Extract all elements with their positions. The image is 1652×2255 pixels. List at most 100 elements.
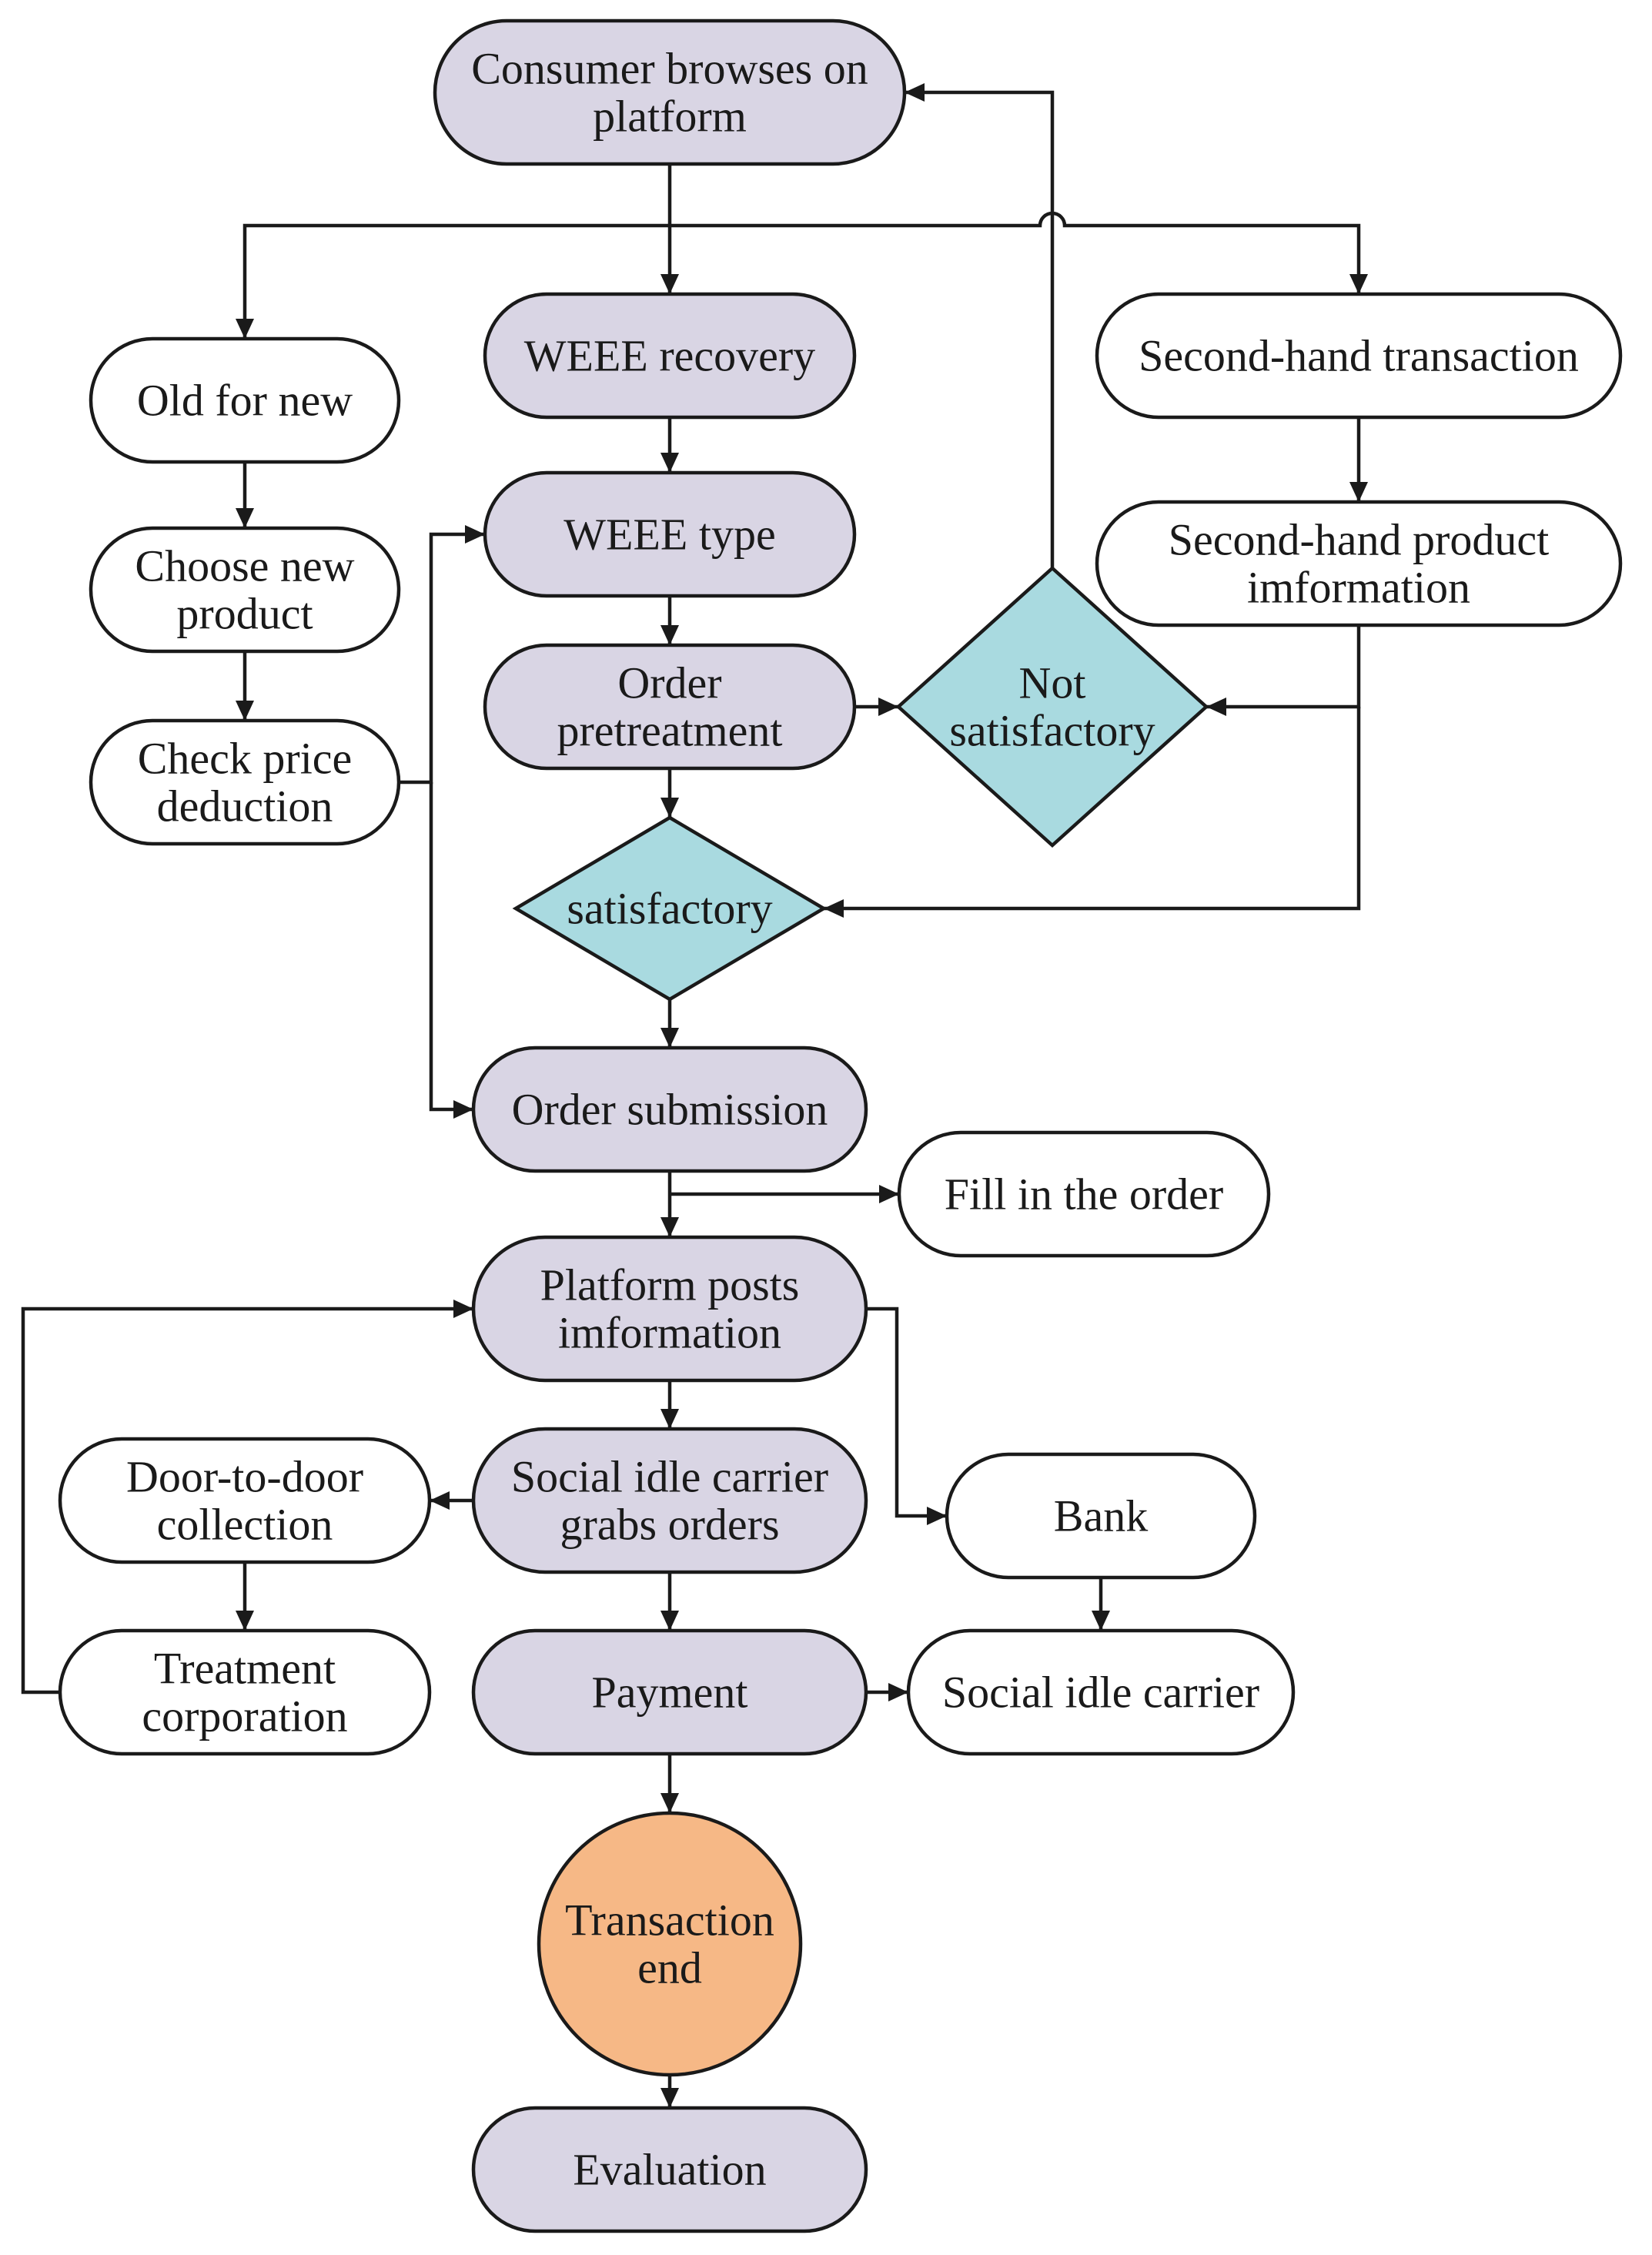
arrowhead <box>1206 698 1226 716</box>
edge-payment-to-social-carrier <box>866 1683 908 1701</box>
choose-new-label-line: Choose new <box>135 541 354 591</box>
payment-box <box>471 1628 868 1756</box>
edge-platform-posts-to-carrier-grabs <box>660 1380 679 1429</box>
node-weee-recovery: WEEE recovery <box>483 292 857 420</box>
arrowhead <box>660 453 679 473</box>
edge-second-hand-info-to-not-satisfactory <box>1206 625 1361 716</box>
edge-not-satisfactory-to-consumer <box>905 83 1055 568</box>
door-to-door-label-line: collection <box>157 1500 333 1550</box>
node-social-carrier: Social idle carrier <box>906 1628 1296 1756</box>
not-satisfactory-diamond <box>895 565 1209 848</box>
arrowhead <box>236 319 254 339</box>
check-price-label-line: deduction <box>157 781 333 831</box>
choose-new-label-line: product <box>176 589 313 639</box>
edge-check-price-to-order-submission <box>429 782 473 1119</box>
bank-box <box>945 1452 1257 1580</box>
arrowhead <box>660 625 679 645</box>
consumer-box <box>433 18 907 166</box>
node-payment: Payment <box>471 1628 868 1756</box>
edge-platform-posts-to-bank <box>866 1306 947 1525</box>
second-hand-label-line: Second-hand transaction <box>1139 331 1579 381</box>
edge-weee-recovery-to-weee-type <box>660 417 679 473</box>
node-second-hand: Second-hand transaction <box>1095 292 1623 420</box>
arrowhead <box>453 1100 473 1119</box>
arrowhead <box>927 1507 947 1525</box>
door-to-door-box <box>58 1437 432 1564</box>
arrowhead <box>1349 482 1368 502</box>
not-satisfactory-label-line: satisfactory <box>949 706 1155 756</box>
edge-consumer-to-second-hand <box>670 211 1368 294</box>
node-old-for-new: Old for new <box>89 336 401 464</box>
social-carrier-label-line: Social idle carrier <box>942 1668 1259 1718</box>
fill-order-box <box>897 1130 1271 1258</box>
edge-second-hand-to-second-hand-info <box>1349 417 1368 502</box>
edge-payment-to-transaction-end <box>660 1754 679 1813</box>
evaluation-label-line: Evaluation <box>573 2145 766 2195</box>
edge-door-to-door-to-treatment <box>236 1562 254 1631</box>
arrowhead <box>878 698 898 716</box>
consumer-label-line: platform <box>593 92 747 142</box>
node-order-submission: Order submission <box>471 1046 868 1173</box>
treatment-label-line: Treatment <box>154 1644 336 1694</box>
arrowhead <box>660 1611 679 1631</box>
edge-order-submission-to-fill-order <box>670 1185 899 1203</box>
second-hand-info-label-line: imformation <box>1247 563 1470 613</box>
check-price-label-line: Check price <box>138 734 353 784</box>
arrowhead <box>660 1217 679 1237</box>
weee-recovery-label-line: WEEE recovery <box>524 331 815 381</box>
transaction-end-label-line: end <box>637 1943 702 1993</box>
weee-recovery-box <box>483 292 857 420</box>
arrowhead <box>879 1185 899 1203</box>
arrowhead <box>453 1300 473 1318</box>
edge-satisfactory-to-order-submission <box>660 999 679 1048</box>
edge-order-pretreatment-to-not-satisfactory <box>854 698 898 716</box>
edges-layer <box>21 83 1368 2108</box>
arrowhead <box>660 798 679 818</box>
arrowhead <box>660 2088 679 2108</box>
satisfactory-diamond <box>512 815 828 1002</box>
order-submission-box <box>471 1046 868 1173</box>
second-hand-info-label-line: Second-hand product <box>1169 515 1549 565</box>
edge-treatment-to-platform-posts <box>21 1300 473 1695</box>
node-weee-type: WEEE type <box>483 470 857 598</box>
node-bank: Bank <box>945 1452 1257 1580</box>
second-hand-box <box>1095 292 1623 420</box>
node-satisfactory: satisfactory <box>512 815 828 1002</box>
arrowhead <box>236 701 254 721</box>
edge-carrier-grabs-to-payment <box>660 1572 679 1631</box>
order-pretreatment-label-line: pretreatment <box>557 706 782 756</box>
arrowhead <box>660 274 679 294</box>
old-for-new-box <box>89 336 401 464</box>
arrowhead <box>660 1793 679 1813</box>
arrowhead <box>1349 274 1368 294</box>
social-carrier-box <box>906 1628 1296 1756</box>
transaction-end-label-line: Transaction <box>565 1895 774 1946</box>
edge-order-pretreatment-to-satisfactory <box>660 768 679 818</box>
arrowhead <box>430 1491 450 1510</box>
edge-check-price-to-weee-type <box>399 525 485 785</box>
check-price-box <box>89 718 401 846</box>
edge-second-hand-info-to-satisfactory <box>824 707 1361 918</box>
platform-posts-label-line: Platform posts <box>540 1260 800 1310</box>
edge-weee-type-to-order-pretreatment <box>660 596 679 645</box>
arrowhead <box>905 83 925 102</box>
bank-label-line: Bank <box>1054 1491 1148 1541</box>
arrowhead <box>1092 1611 1110 1631</box>
transaction-end-circle <box>537 1811 803 2077</box>
treatment-box <box>58 1628 432 1756</box>
payment-label-line: Payment <box>592 1668 748 1718</box>
weee-type-label-line: WEEE type <box>563 510 775 560</box>
carrier-grabs-label-line: grabs orders <box>560 1500 779 1550</box>
arrowhead <box>465 525 485 544</box>
